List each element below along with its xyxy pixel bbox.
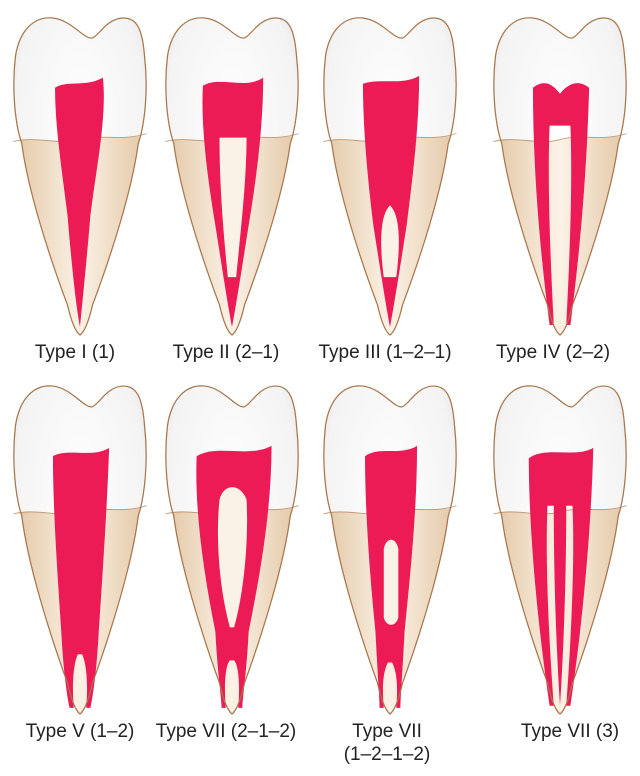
tooth-ii-2-1 [165, 18, 298, 335]
caption-type-iii: Type III (1–2–1) [295, 341, 475, 364]
root-canal [529, 448, 593, 706]
caption-type-ii: Type II (2–1) [136, 341, 316, 364]
tooth-iii-1-2-1 [323, 18, 456, 335]
caption-type-vii-1-2-1-2: Type VII (1–2–1–2) [297, 720, 477, 766]
tooth-vii-3 [493, 386, 626, 714]
tooth-vii-2-1-2 [165, 386, 298, 714]
tooth-vii-1-2-1-2 [323, 386, 456, 714]
caption-type-iv: Type IV (2–2) [463, 341, 640, 364]
tooth-v-1-2 [13, 386, 146, 714]
tooth-i-1 [13, 18, 146, 335]
tooth-iv-2-2 [493, 18, 626, 335]
dentin-island [384, 540, 399, 625]
caption-type-vii-3: Type VII (3) [480, 720, 640, 743]
caption-type-vii-2-1-2: Type VII (2–1–2) [136, 720, 316, 743]
